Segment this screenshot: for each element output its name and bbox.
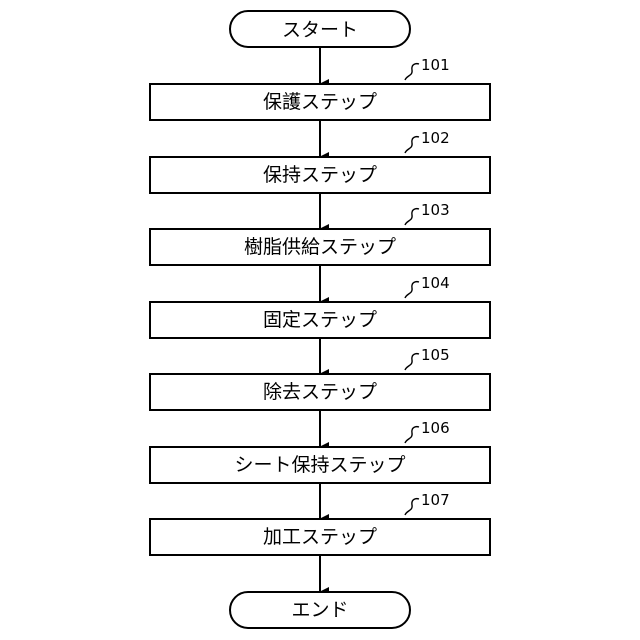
step-label-103: 樹脂供給ステップ bbox=[244, 236, 396, 258]
step-label-107: 加工ステップ bbox=[263, 526, 377, 548]
step-box-106: シート保持ステップ bbox=[150, 447, 490, 483]
step-label-106: シート保持ステップ bbox=[234, 454, 405, 476]
step-label-105: 除去ステップ bbox=[263, 381, 377, 403]
step-box-107: 加工ステップ bbox=[150, 519, 490, 555]
step-box-101: 保護ステップ bbox=[150, 84, 490, 120]
start-label: スタート bbox=[282, 19, 358, 41]
ref-number-101: 101 bbox=[421, 56, 450, 74]
ref-leader-102 bbox=[405, 137, 419, 153]
step-label-104: 固定ステップ bbox=[263, 309, 377, 331]
step-box-105: 除去ステップ bbox=[150, 374, 490, 410]
step-label-102: 保持ステップ bbox=[263, 164, 377, 186]
step-box-102: 保持ステップ bbox=[150, 157, 490, 193]
step-label-101: 保護ステップ bbox=[263, 91, 377, 113]
ref-number-102: 102 bbox=[421, 129, 450, 147]
ref-leader-105 bbox=[405, 354, 419, 370]
ref-number-104: 104 bbox=[421, 274, 450, 292]
start-terminal: スタート bbox=[230, 11, 410, 47]
end-label: エンド bbox=[291, 599, 348, 621]
ref-leader-106 bbox=[405, 427, 419, 443]
ref-leader-107 bbox=[405, 499, 419, 515]
ref-number-106: 106 bbox=[421, 419, 450, 437]
ref-leader-103 bbox=[405, 209, 419, 225]
ref-number-103: 103 bbox=[421, 201, 450, 219]
ref-leader-101 bbox=[405, 64, 419, 80]
end-terminal: エンド bbox=[230, 592, 410, 628]
ref-number-107: 107 bbox=[421, 491, 450, 509]
ref-leader-104 bbox=[405, 282, 419, 298]
step-box-103: 樹脂供給ステップ bbox=[150, 229, 490, 265]
ref-number-105: 105 bbox=[421, 346, 450, 364]
step-box-104: 固定ステップ bbox=[150, 302, 490, 338]
